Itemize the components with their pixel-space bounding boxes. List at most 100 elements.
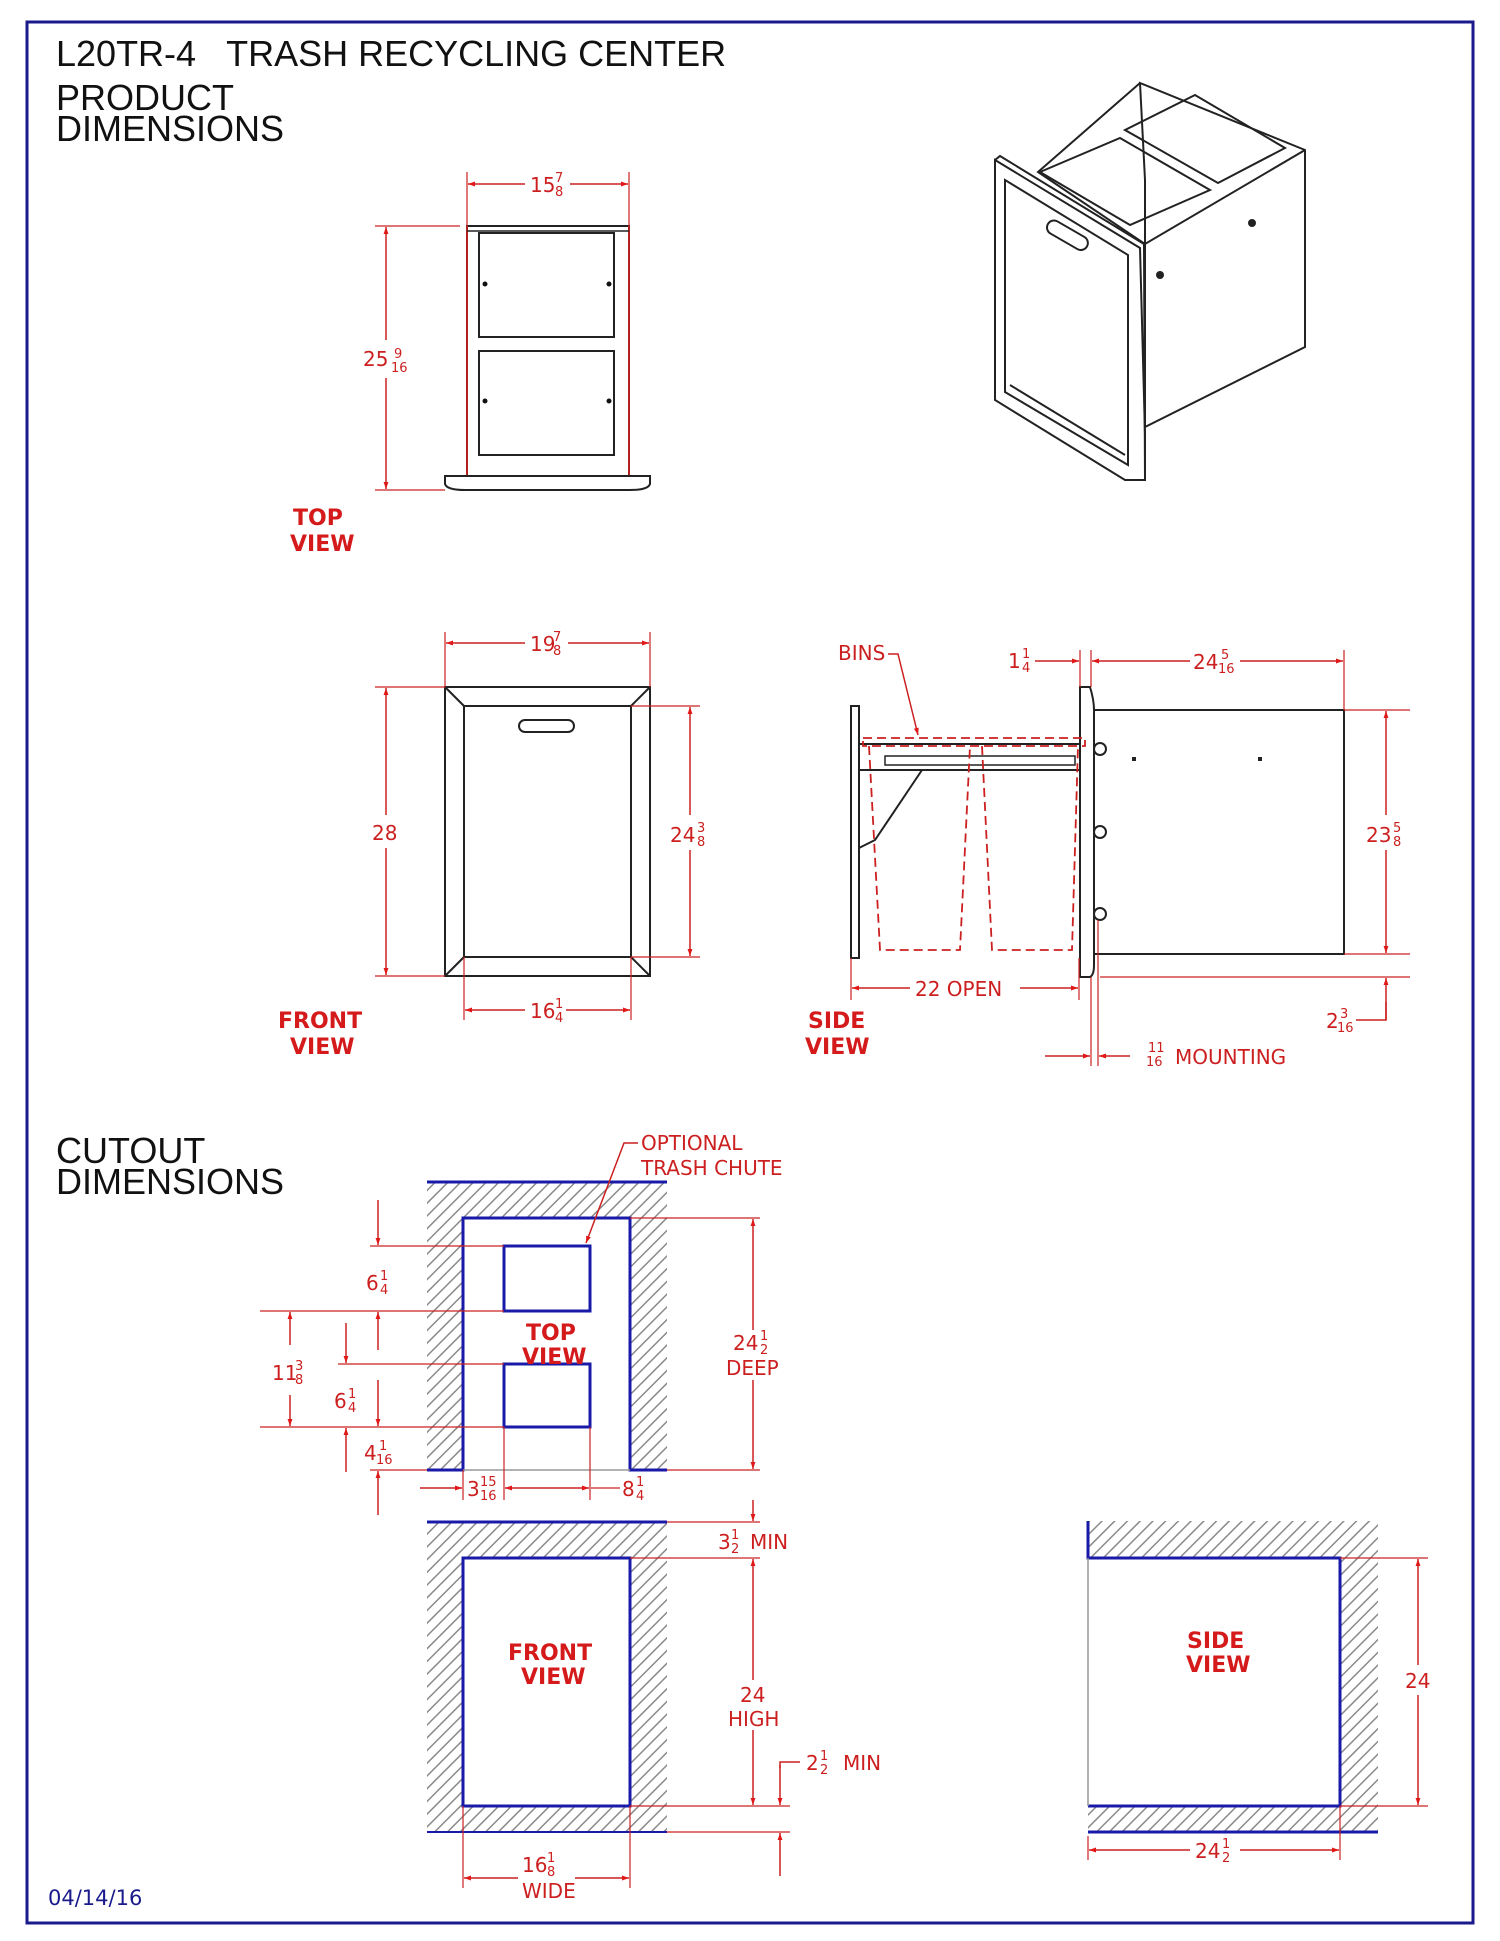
handle-slot: [518, 719, 575, 733]
fraction-num: 1: [760, 1329, 768, 1344]
front-opening: [461, 1556, 632, 1808]
fraction-num: 15: [480, 1475, 497, 1490]
fraction-den: 8: [697, 835, 705, 850]
fraction-den: 4: [555, 1011, 563, 1026]
side-depth-dim: 24: [1193, 650, 1218, 674]
fraction-den: 16: [1337, 1021, 1354, 1036]
fraction-num: 1: [820, 1749, 828, 1764]
view-label: SIDE: [1187, 1629, 1244, 1654]
fraction-num: 1: [1022, 647, 1030, 662]
isometric-view: [994, 81, 1306, 481]
fraction-den: 16: [1146, 1055, 1163, 1070]
bins-callout: BINS: [838, 641, 885, 665]
product-dimensions-heading: PRODUCT DIMENSIONS: [56, 77, 285, 149]
top-clearance-dim: 3: [718, 1530, 731, 1554]
product-top-view: 15 7 8 25 9 16 TOP VIEW: [290, 171, 651, 557]
depth-label: DEEP: [726, 1356, 779, 1380]
view-label: VIEW: [290, 532, 355, 557]
bottom-clearance-dim: 2: [806, 1751, 819, 1775]
fraction-num: 1: [348, 1387, 356, 1402]
fraction-den: 4: [636, 1489, 644, 1504]
mounting-dim: MOUNTING: [1175, 1045, 1286, 1069]
side-height-dim: 23: [1366, 823, 1391, 847]
fraction-num: 7: [555, 171, 563, 186]
fraction-num: 3: [1340, 1007, 1348, 1022]
top-depth-dim: 25: [363, 347, 388, 371]
min-label: MIN: [750, 1530, 788, 1554]
view-label: VIEW: [522, 1345, 587, 1370]
fraction-den: 16: [376, 1453, 393, 1468]
front-width-dim: 19: [530, 632, 555, 656]
open-extension-dim: 22 OPEN: [915, 977, 1002, 1001]
fraction-den: 16: [480, 1489, 497, 1504]
heading-line: CUTOUT: [56, 1130, 206, 1171]
heading-line: DIMENSIONS: [56, 1161, 285, 1202]
bottom-offset-dim: 2: [1326, 1009, 1339, 1033]
chute-height-dim: 6: [366, 1271, 379, 1295]
view-label: FRONT: [508, 1641, 592, 1666]
view-label: TOP: [293, 506, 343, 531]
side-offset-dim: 3: [467, 1477, 480, 1501]
chute-height-dim: 6: [334, 1389, 347, 1413]
cutout-width-dim: 16: [522, 1853, 547, 1877]
heading-line: PRODUCT: [56, 77, 234, 118]
fraction-num: 3: [697, 821, 705, 836]
height-label: HIGH: [728, 1707, 779, 1731]
revision-date: 04/14/16: [48, 1886, 143, 1910]
fraction-den: 2: [731, 1542, 739, 1557]
fraction-num: 1: [555, 997, 563, 1012]
chute-opening: [502, 1362, 592, 1429]
chute-callout: OPTIONAL: [641, 1131, 743, 1155]
fraction-num: 1: [731, 1528, 739, 1543]
cutout-front-view: FRONT VIEW 3 1 2 MIN 24 HIGH 2 1: [427, 1500, 881, 1903]
side-cutout-height-dim: 24: [1405, 1669, 1430, 1693]
fraction-num: 7: [553, 630, 561, 645]
min-label: MIN: [843, 1751, 881, 1775]
chute-spacing-dim: 11: [272, 1361, 297, 1385]
fraction-den: 2: [820, 1763, 828, 1778]
cutout-dimensions-heading: CUTOUT DIMENSIONS: [56, 1130, 285, 1202]
front-inner-height-dim: 24: [670, 823, 695, 847]
fraction-num: 9: [394, 347, 402, 362]
fraction-num: 1: [636, 1475, 644, 1490]
width-label: WIDE: [522, 1879, 576, 1903]
fraction-num: 1: [380, 1269, 388, 1284]
fraction-num: 1: [547, 1851, 555, 1866]
chute-callout: TRASH CHUTE: [640, 1156, 783, 1180]
cutout-top-view: TOP VIEW OPTIONAL TRASH CHUTE 6: [260, 1131, 783, 1515]
product-front-view: 19 7 8 28 24 3 8 16 1 4 FRONT: [278, 630, 705, 1060]
cutout-side-view: SIDE VIEW 24 24 1 2: [1086, 1521, 1430, 1866]
product-name: TRASH RECYCLING CENTER: [226, 33, 727, 74]
model-number: L20TR-4: [56, 33, 197, 74]
fraction-den: 4: [1022, 661, 1030, 676]
cutout-height-dim: 24: [740, 1683, 765, 1707]
view-label: TOP: [526, 1321, 576, 1346]
fraction-den: 8: [547, 1865, 555, 1880]
side-cutout-depth-dim: 24: [1195, 1839, 1220, 1863]
view-label: VIEW: [805, 1035, 870, 1060]
cutout-depth-dim: 24: [733, 1331, 758, 1355]
fraction-den: 4: [380, 1283, 388, 1298]
fraction-den: 8: [553, 644, 561, 659]
heading-line: DIMENSIONS: [56, 108, 285, 149]
fraction-den: 8: [555, 185, 563, 200]
front-height-dim: 28: [372, 821, 397, 845]
product-side-view: BINS 1 1 4 24 5 16 23 5 8: [805, 641, 1410, 1070]
fraction-num: 1: [1222, 1837, 1230, 1852]
fraction-num: 3: [295, 1359, 303, 1374]
view-label: FRONT: [278, 1009, 362, 1034]
fraction-num: 5: [1393, 821, 1401, 836]
fraction-den: 8: [295, 1373, 303, 1388]
view-label: SIDE: [808, 1009, 865, 1034]
fraction-den: 16: [1218, 662, 1235, 677]
view-label: VIEW: [521, 1665, 586, 1690]
fraction-num: 5: [1221, 648, 1229, 663]
chute-opening: [502, 1244, 592, 1313]
sheet-border: [25, 20, 1475, 1925]
view-label: VIEW: [290, 1035, 355, 1060]
view-label: VIEW: [1186, 1653, 1251, 1678]
fraction-num: 1: [379, 1439, 387, 1454]
fraction-den: 8: [1393, 835, 1401, 850]
fraction-den: 16: [391, 361, 408, 376]
fraction-den: 2: [1222, 1851, 1230, 1866]
